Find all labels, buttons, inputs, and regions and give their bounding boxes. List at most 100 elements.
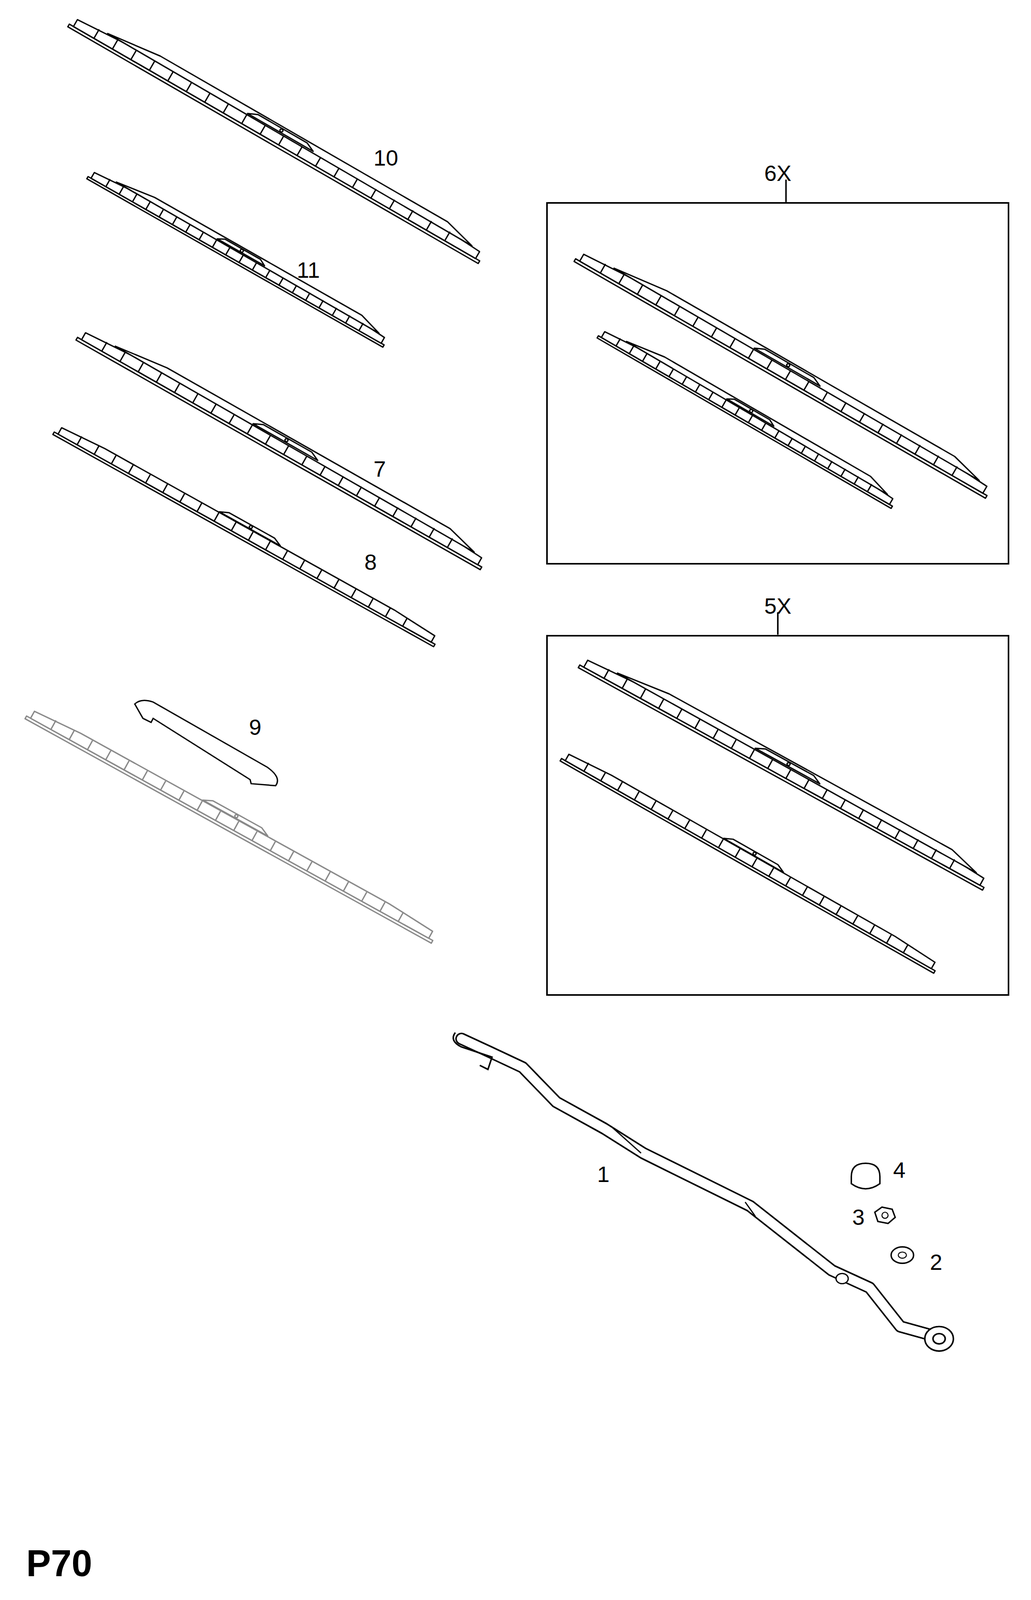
blade-spoiler (626, 341, 888, 495)
blade-rib (616, 338, 621, 347)
blade-frame (601, 331, 893, 505)
blade-rib (241, 114, 248, 124)
blade-rib (380, 902, 386, 912)
blade-rib (167, 71, 174, 81)
blade-rib (731, 739, 737, 749)
blade-rib (352, 178, 358, 188)
blade-rib (682, 376, 687, 385)
blade-rib (50, 720, 57, 730)
blade-rubber (559, 758, 935, 974)
blade-rib (211, 404, 217, 414)
wiper-blade (574, 254, 988, 499)
blade-rib (332, 308, 337, 316)
callout-number: 7 (373, 458, 386, 481)
blade-rib (278, 136, 284, 146)
blade-rubber (86, 176, 385, 348)
blade-rib (120, 352, 126, 362)
blade-rib (767, 759, 773, 769)
blade-rib (802, 887, 808, 897)
blade-rib (658, 699, 664, 709)
blade-rib (163, 484, 168, 493)
blade-rib (642, 354, 647, 362)
blade-rib (361, 892, 367, 902)
blade-rib (411, 518, 417, 528)
blade-rib (186, 82, 192, 92)
blade-frame (565, 754, 936, 970)
blade-rib (429, 528, 435, 538)
blade-spoiler (116, 182, 379, 334)
blade-rib (712, 729, 718, 739)
blade-rib (317, 570, 322, 580)
blade-rib (603, 669, 609, 679)
blade-pivot (753, 852, 757, 856)
blade-spoiler (115, 346, 475, 553)
blade-rib (223, 103, 229, 113)
blade-rib (283, 445, 289, 455)
blade-rib (785, 370, 791, 380)
blade-rib (886, 935, 892, 944)
page-code: P70 (26, 1545, 93, 1583)
blade-adapter (754, 348, 820, 387)
blade-adapter (219, 511, 280, 546)
kit-callout: 6X (764, 162, 792, 185)
blade-rubber (52, 431, 436, 647)
blade-rib (282, 550, 288, 560)
blade-rib (306, 862, 313, 872)
blade-rib (94, 29, 100, 39)
blade-rib (368, 599, 374, 608)
blade-rib (389, 200, 395, 210)
blade-rib (128, 465, 134, 474)
arm-hub-hole (933, 1334, 946, 1345)
blade-rib (338, 476, 344, 486)
kit-box: 5X (546, 635, 1010, 997)
blade-rib (803, 381, 810, 391)
blade-rib (701, 829, 707, 839)
blade-rib (320, 466, 326, 476)
blade-rib (637, 285, 643, 295)
blade-spoiler (617, 673, 977, 873)
blade-rib (185, 224, 191, 232)
blade-rib (149, 61, 155, 71)
callout-number: 8 (364, 551, 377, 574)
blade-rib (179, 493, 185, 503)
blade-rib (351, 589, 357, 599)
blade-rib (94, 446, 99, 455)
blade-adapter (252, 423, 318, 461)
blade-rib (300, 560, 305, 569)
blade-pivot (279, 129, 284, 133)
blade-rib (426, 221, 432, 231)
blade-pivot (234, 815, 239, 819)
blade-rib (913, 839, 919, 849)
blade-adapter (755, 748, 820, 784)
blade-rib (622, 679, 628, 689)
blade-rib (674, 306, 680, 316)
blade-rib (931, 849, 937, 859)
blade-rib (694, 719, 700, 729)
blade-rib (840, 402, 847, 412)
blade-rib (270, 842, 276, 852)
blade-rib (676, 709, 682, 719)
blade-rib (296, 146, 303, 156)
blade-rib (101, 342, 107, 352)
blade-rib (229, 414, 235, 424)
blade-pivot (749, 409, 753, 413)
blade-rib (952, 466, 958, 476)
callout-number: 2 (929, 1251, 943, 1274)
blade-rib (801, 446, 806, 454)
wiper-arm (461, 1038, 938, 1337)
wiper-blade (86, 172, 385, 348)
blade-rib (859, 413, 865, 423)
blade-rib (385, 608, 391, 618)
blade-rib (711, 328, 717, 338)
blade-rib (119, 186, 124, 195)
blade-adapter (216, 238, 265, 266)
arm-hub (924, 1326, 954, 1352)
blade-rib (785, 878, 791, 887)
callout-number: 1 (597, 1163, 610, 1187)
blade-rib (374, 497, 381, 507)
blade-rib (324, 872, 331, 882)
blade-rib (876, 819, 882, 829)
blade-rib (199, 232, 204, 240)
blade-rib (343, 882, 349, 892)
wiper-blade (559, 754, 935, 974)
